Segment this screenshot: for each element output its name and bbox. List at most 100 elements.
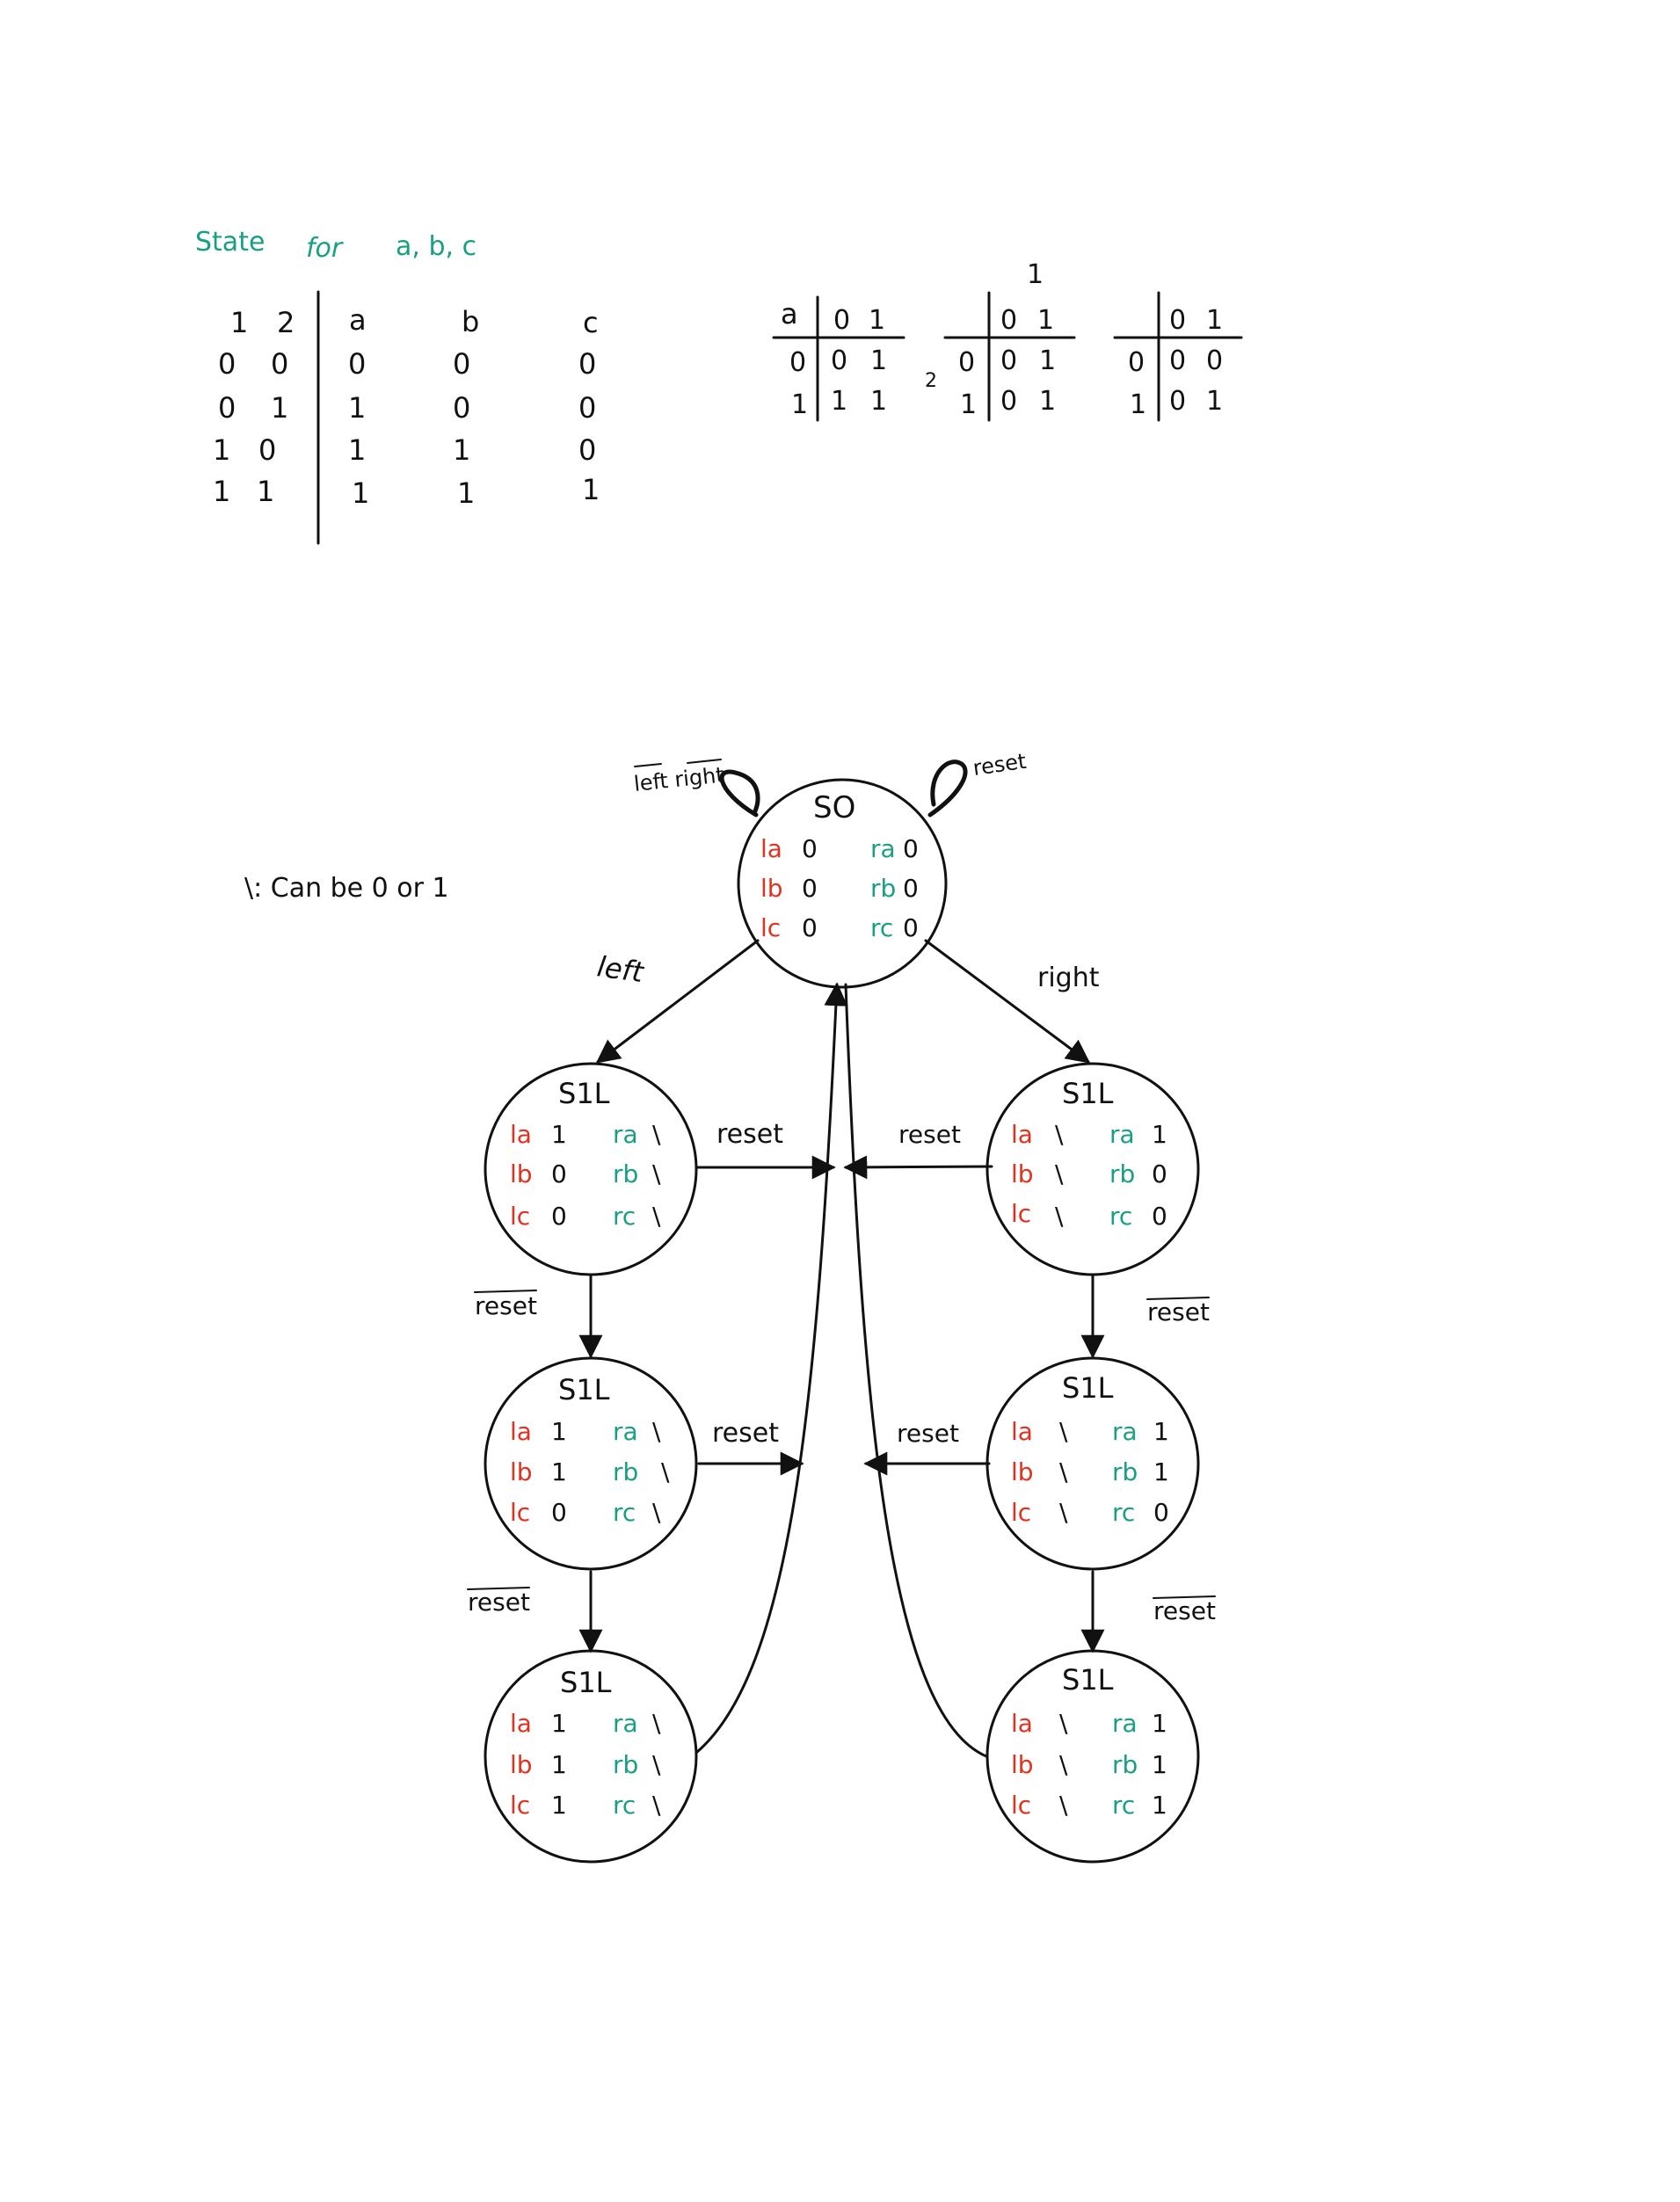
lamp-label-right: ra	[1112, 1417, 1138, 1446]
kmap-row-header: 1	[791, 389, 808, 420]
lamp-label-left: lc	[1011, 1791, 1031, 1820]
lamp-value: 0	[802, 834, 818, 863]
lamp-label-left: lc	[1011, 1498, 1031, 1527]
lamp-label-right: rc	[870, 913, 893, 942]
state-s0[interactable]: SO la 0 ra 0 lb 0 rb 0 lc 0 rc 0	[737, 778, 948, 989]
transition-arrows	[578, 759, 1105, 1758]
title-abc: a, b, c	[396, 231, 476, 262]
kmap-cell: 1	[870, 345, 887, 376]
lamp-value: \	[1059, 1791, 1068, 1820]
lamp-value: 1	[551, 1709, 567, 1738]
lamp-label-left: lb	[760, 874, 783, 903]
kmap-row-header: 1	[960, 389, 977, 420]
state-name: S1L	[560, 1666, 612, 1699]
lamp-value: \	[652, 1498, 661, 1527]
lamp-value: 0	[1152, 1159, 1167, 1188]
lamp-value: \	[1059, 1457, 1068, 1486]
lamp-value: 0	[1152, 1202, 1167, 1231]
label-self-left: left right	[633, 762, 725, 796]
lamp-value: 1	[1152, 1120, 1167, 1149]
lamp-label-right: rb	[613, 1159, 638, 1188]
lamp-label-left: lc	[510, 1791, 530, 1820]
lamp-label-left: lb	[510, 1457, 533, 1486]
lamp-label-right: rb	[1109, 1159, 1135, 1188]
overline	[467, 1587, 530, 1590]
overline	[1153, 1595, 1216, 1599]
lamp-label-left: la	[510, 1417, 532, 1446]
cell: 0	[218, 347, 236, 381]
cell: 0	[453, 391, 470, 425]
lamp-label-left: la	[1011, 1709, 1033, 1738]
title-for: for	[306, 233, 344, 264]
lamp-value: \	[652, 1750, 661, 1779]
kmap-1: a 0 1 0 0 1 1 1 1	[772, 295, 905, 422]
edge-r1-reset	[843, 1155, 993, 1180]
cell: 1	[457, 476, 475, 510]
kmap-cell: 0	[831, 345, 847, 376]
state-circle	[484, 1356, 698, 1571]
lamp-value: 1	[551, 1750, 567, 1779]
self-loop-right	[927, 759, 968, 818]
dont-care-legend: \: Can be 0 or 1	[244, 873, 449, 904]
lamp-label-right: rb	[870, 874, 896, 903]
truth-table: 1 2 a b c 0 0 0 0 0 0 1 1 0 0 1 0 1 1 0	[213, 290, 600, 545]
label-r2-to-r3: reset	[1153, 1596, 1216, 1625]
cell: 0	[218, 391, 236, 425]
lamp-value: 0	[802, 874, 818, 903]
overline	[1146, 1297, 1210, 1300]
cell: 1	[213, 475, 230, 508]
state-circle	[985, 1356, 1200, 1571]
lamp-label-right: ra	[613, 1417, 638, 1446]
state-name: S1L	[1062, 1077, 1114, 1110]
lamp-value: 0	[802, 913, 818, 942]
state-left-2[interactable]: S1L la 1 ra \ lb 1 rb \ lc 0 rc \	[484, 1356, 698, 1571]
lamp-label-right: rc	[613, 1498, 636, 1527]
label-self-right: reset	[971, 749, 1028, 781]
lamp-value: \	[661, 1457, 670, 1486]
lamp-value: \	[1055, 1159, 1064, 1188]
kmap-side-marker: 2	[925, 370, 937, 392]
lamp-label-right: rb	[1112, 1457, 1138, 1486]
state-left-1[interactable]: S1L la 1 ra \ lb 0 rb \ lc 0 rc \	[484, 1062, 698, 1276]
truth-table-row: 0 0 0 0 0	[218, 347, 596, 381]
lamp-value: \	[1059, 1498, 1068, 1527]
cell: 1	[453, 433, 470, 467]
state-name: SO	[813, 790, 855, 825]
cell: 1	[257, 475, 274, 508]
state-right-2[interactable]: S1L la \ ra 1 lb \ rb 1 lc \ rc 0	[985, 1356, 1200, 1571]
transition-labels: left right reset left right reset reset …	[467, 749, 1216, 1625]
lamp-label-left: lb	[1011, 1457, 1034, 1486]
state-name: S1L	[1062, 1663, 1114, 1697]
state-circle	[985, 1062, 1200, 1276]
lamp-value: 0	[903, 874, 919, 903]
lamp-label-right: ra	[1109, 1120, 1135, 1149]
kmap-2: 0 1 0 0 1 1 0 1	[943, 291, 1076, 422]
kmap-col-header: 0	[1169, 305, 1186, 336]
header-input-1: 1	[230, 306, 248, 339]
state-name: S1L	[558, 1077, 610, 1110]
lamp-label-left: lb	[510, 1159, 533, 1188]
lamp-label-left: la	[1011, 1120, 1033, 1149]
edge-s0-to-l1	[595, 939, 760, 1064]
lamp-value: \	[652, 1120, 661, 1149]
lamp-value: \	[1055, 1120, 1064, 1149]
edge-s0-to-r1	[924, 939, 1091, 1064]
kmap-cell: 1	[831, 386, 847, 417]
state-name: S1L	[558, 1373, 610, 1406]
lamp-label-left: lb	[510, 1750, 533, 1779]
cell: 0	[258, 433, 276, 467]
lamp-label-left: lb	[1011, 1750, 1034, 1779]
lamp-value: 0	[551, 1498, 567, 1527]
lamp-value: \	[1059, 1709, 1068, 1738]
cell: 1	[348, 391, 366, 425]
header-input-2: 2	[277, 306, 295, 339]
label-l1-reset: reset	[716, 1119, 783, 1150]
kmap-col-header: 1	[869, 305, 885, 336]
cell: 1	[271, 391, 288, 425]
header-c: c	[583, 306, 599, 339]
label-r1-reset: reset	[898, 1120, 961, 1149]
state-right-3[interactable]: S1L la \ ra 1 lb \ rb 1 lc \ rc 1	[985, 1649, 1200, 1864]
lamp-label-right: rc	[1112, 1498, 1135, 1527]
state-left-3[interactable]: S1L la 1 ra \ lb 1 rb \ lc 1 rc \	[484, 1649, 698, 1864]
state-right-1[interactable]: S1L la \ ra 1 lb \ rb 0 lc \ rc 0	[985, 1062, 1200, 1276]
